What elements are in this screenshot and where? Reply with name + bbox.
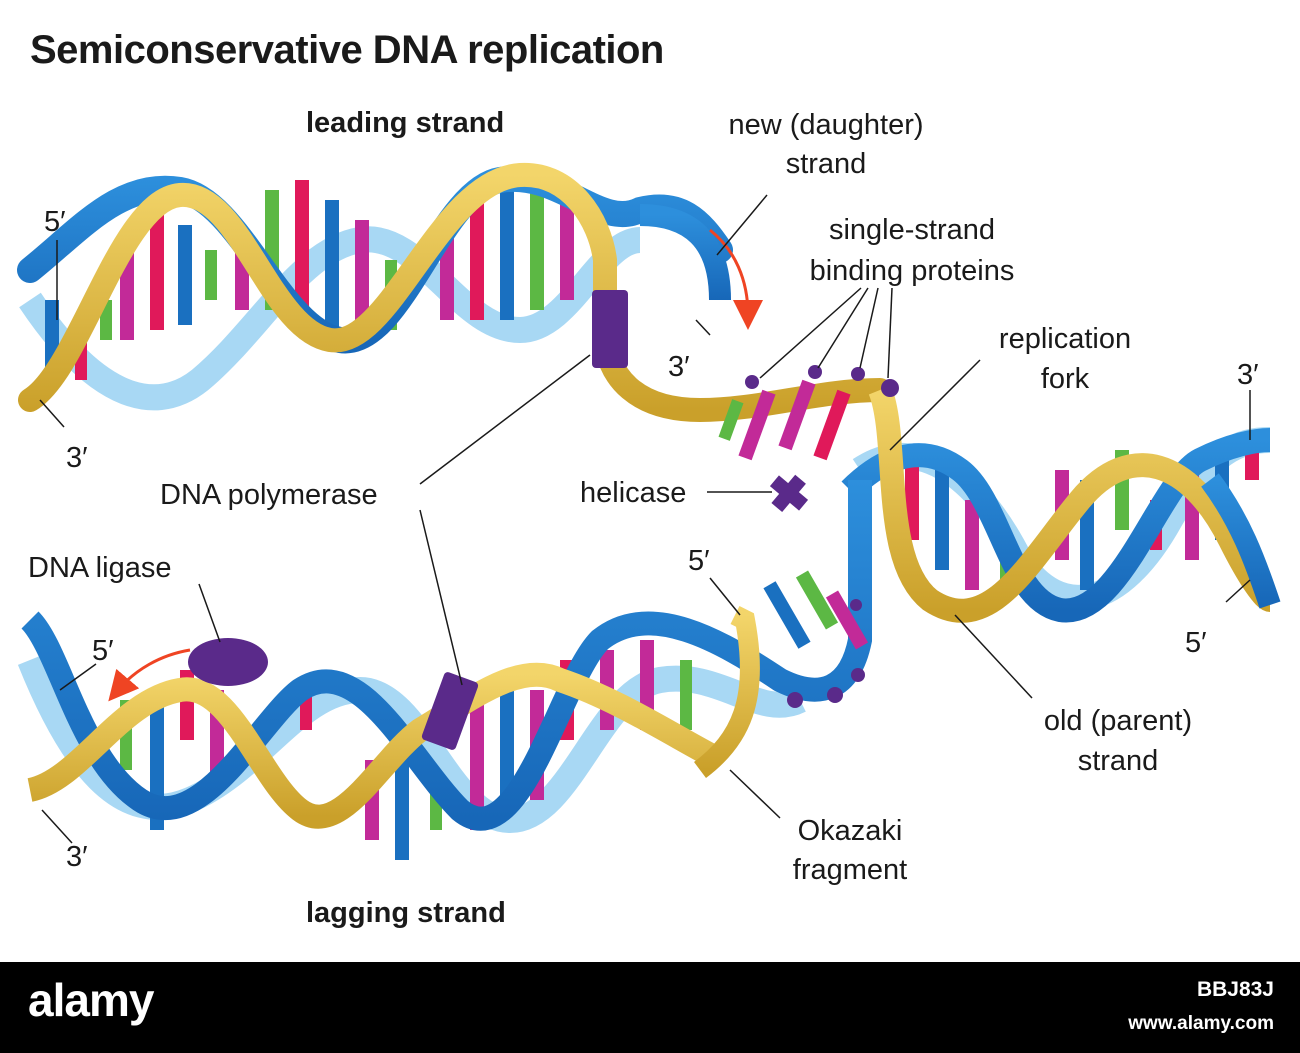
polymerase-bottom bbox=[421, 672, 479, 750]
ssb-proteins bbox=[745, 365, 899, 708]
end-label-top-left-3: 3′ bbox=[66, 442, 88, 474]
dna-replication-illustration bbox=[17, 162, 1281, 860]
watermark-image-id: BBJ83J bbox=[1196, 978, 1274, 1001]
helicase-shape bbox=[769, 474, 809, 513]
ligase-shape bbox=[188, 638, 268, 686]
svg-text:alamy: alamy bbox=[28, 974, 155, 1026]
unwound-bases bbox=[718, 379, 869, 650]
end-label-top-left-5: 5′ bbox=[44, 206, 66, 238]
leading-helix bbox=[17, 162, 892, 423]
alamy-logo: alamy bbox=[28, 974, 156, 1026]
polymerase-top bbox=[592, 290, 628, 368]
label-replication-fork-line1: replication bbox=[998, 323, 1132, 355]
label-ssb-line1: single-strand bbox=[828, 214, 996, 246]
label-leading-strand: leading strand bbox=[306, 107, 505, 139]
end-label-daughter-3: 3′ bbox=[668, 351, 690, 383]
label-replication-fork-line2: fork bbox=[1040, 363, 1090, 395]
end-label-right-3: 3′ bbox=[1237, 359, 1259, 391]
label-okazaki-fragment-line1: Okazaki bbox=[797, 815, 903, 847]
end-label-lagging-5: 5′ bbox=[688, 545, 710, 577]
ligase-direction-arrow bbox=[108, 648, 191, 702]
end-label-right-5: 5′ bbox=[1185, 627, 1207, 659]
leader-lines bbox=[39, 194, 1251, 844]
label-dna-ligase: DNA ligase bbox=[28, 552, 172, 584]
label-old-parent-strand-line1: old (parent) bbox=[1043, 705, 1193, 737]
daughter-direction-arrow bbox=[709, 228, 763, 330]
label-okazaki-fragment-line2: fragment bbox=[792, 854, 908, 886]
end-label-bottom-left-5: 5′ bbox=[92, 635, 114, 667]
watermark-bar bbox=[0, 962, 1300, 1053]
label-dna-polymerase: DNA polymerase bbox=[160, 479, 378, 511]
diagram-canvas: Semiconservative DNA replication leading… bbox=[17, 28, 1281, 929]
lagging-helix bbox=[17, 480, 872, 860]
label-new-daughter-strand-line2: strand bbox=[785, 148, 867, 180]
diagram-title: Semiconservative DNA replication bbox=[30, 28, 664, 72]
end-label-bottom-left-3: 3′ bbox=[66, 841, 88, 873]
label-lagging-strand: lagging strand bbox=[306, 897, 506, 929]
label-helicase: helicase bbox=[580, 477, 687, 509]
watermark-site: www.alamy.com bbox=[1128, 1013, 1274, 1034]
parent-helix bbox=[841, 385, 1281, 623]
label-old-parent-strand-line2: strand bbox=[1077, 745, 1159, 777]
label-ssb-line2: binding proteins bbox=[809, 255, 1015, 287]
label-new-daughter-strand-line1: new (daughter) bbox=[728, 109, 924, 141]
